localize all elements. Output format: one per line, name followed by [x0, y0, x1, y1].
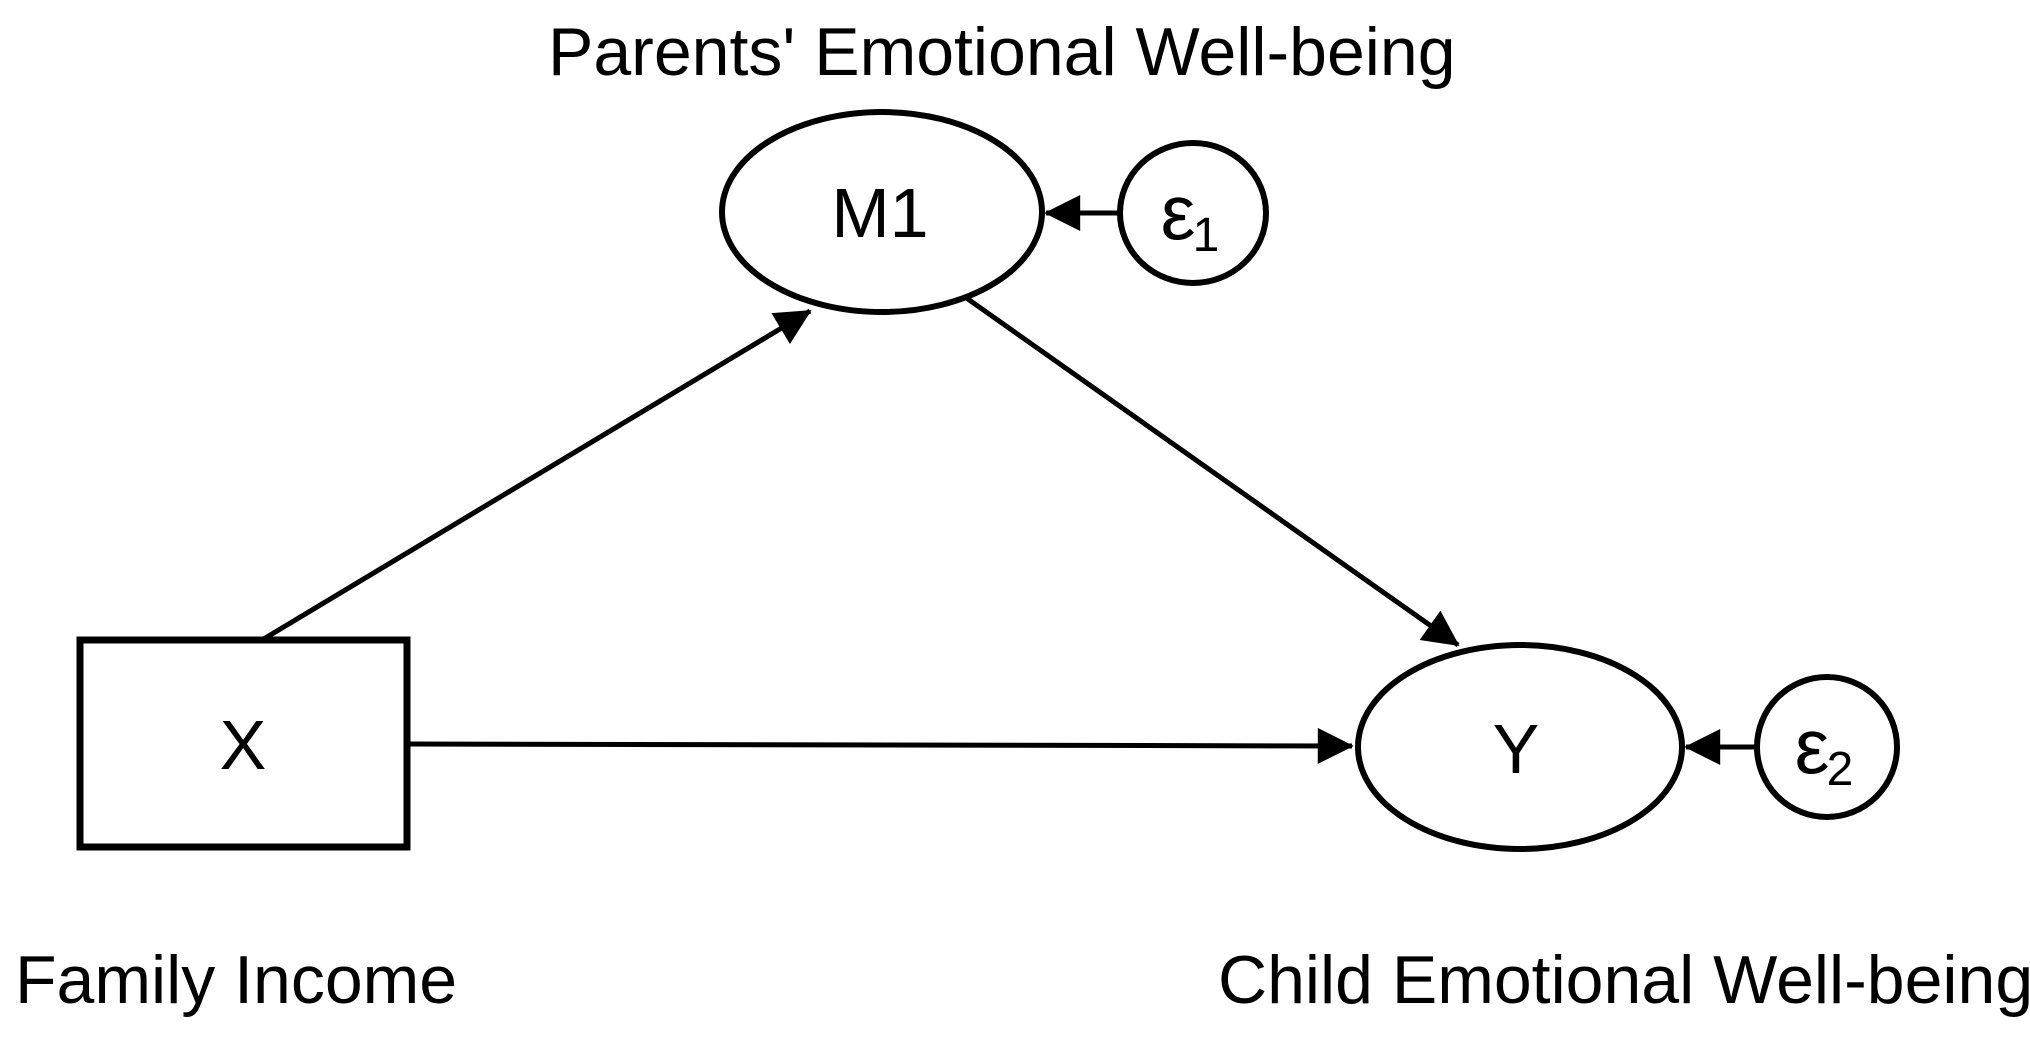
node-x-label: X [220, 706, 267, 784]
epsilon2-subscript: 2 [1827, 743, 1854, 796]
epsilon2-symbol: ε [1795, 702, 1830, 790]
node-epsilon2-circle [1754, 674, 1900, 820]
node-epsilon1-circle [1117, 140, 1269, 286]
node-x-rect [76, 636, 411, 851]
caption-family-income: Family Income [15, 942, 457, 1018]
node-m1-label: M1 [831, 174, 928, 252]
edge-m1-to-y-arrow [963, 294, 1460, 648]
caption-parents-emotional-wellbeing: Parents' Emotional Well-being [548, 14, 1456, 90]
epsilon1-subscript: 1 [1193, 209, 1220, 262]
edge-x-to-y-arrow [407, 727, 1354, 764]
epsilon1-symbol: ε [1161, 168, 1196, 256]
node-y-label: Y [1493, 710, 1540, 788]
node-m1-ellipse [719, 109, 1045, 315]
edge-x-to-m1-arrow [255, 308, 812, 646]
caption-child-emotional-wellbeing: Child Emotional Well-being [1218, 942, 2030, 1018]
node-y-ellipse [1355, 642, 1685, 852]
